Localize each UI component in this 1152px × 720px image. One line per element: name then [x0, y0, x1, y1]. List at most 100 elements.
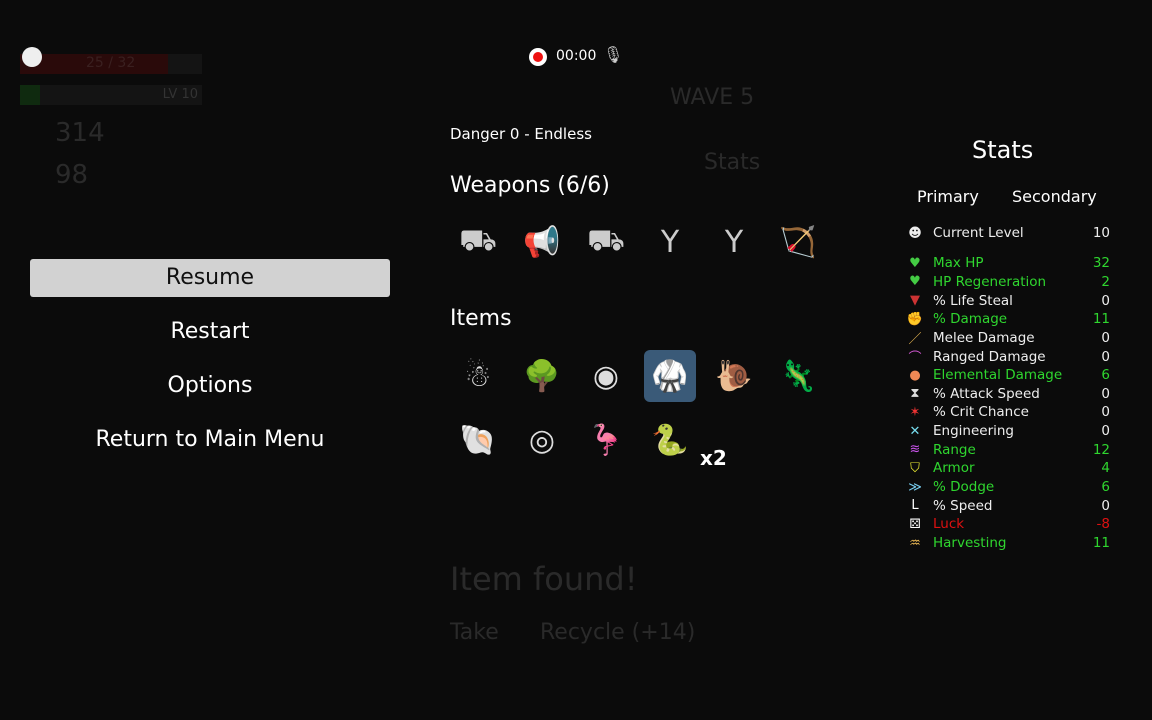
item-icon: 🐚: [459, 422, 497, 458]
record-time: 00:00: [556, 48, 597, 64]
stat-label: % Crit Chance: [933, 404, 1029, 421]
stat-label: HP Regeneration: [933, 273, 1047, 290]
weapon-slot[interactable]: Y: [708, 216, 760, 268]
stat-label: Harvesting: [933, 535, 1007, 552]
weapon-slot[interactable]: 🏹: [772, 216, 824, 268]
stat-value: 32: [1092, 255, 1110, 272]
materials-count: 314: [55, 118, 105, 148]
record-icon[interactable]: [529, 48, 547, 66]
stat-value: 11: [1092, 535, 1110, 552]
item-slot[interactable]: 🐌: [708, 350, 760, 402]
stat-value: 0: [1101, 292, 1110, 309]
stat-label: Engineering: [933, 423, 1014, 440]
stat-icon: ≫: [908, 479, 922, 495]
mic-muted-icon[interactable]: 🎙: [603, 45, 624, 64]
weapon-slot[interactable]: ⛟: [580, 216, 632, 268]
stat-label: % Damage: [933, 311, 1008, 328]
item-found-title: Item found!: [450, 560, 638, 598]
item-icon: ◉: [592, 358, 620, 394]
stat-value: -8: [1096, 516, 1110, 533]
weapons-title: Weapons (6/6): [450, 173, 610, 198]
options-button[interactable]: Options: [167, 373, 253, 398]
wave-label: WAVE 5: [670, 85, 755, 110]
stat-row: ⌒ Ranged Damage 0: [906, 347, 1110, 367]
stat-icon: ⧗: [910, 386, 920, 402]
items-title: Items: [450, 306, 512, 331]
item-icon: ◎: [528, 422, 556, 458]
stat-value: 0: [1101, 348, 1110, 365]
item-icon: 🥋: [651, 358, 689, 394]
weapon-icon: Y: [724, 224, 744, 260]
resume-button[interactable]: Resume: [30, 259, 390, 297]
stat-value: 0: [1101, 385, 1110, 402]
weapon-icon: ⛟: [459, 222, 497, 258]
tab-primary[interactable]: Primary: [917, 187, 979, 206]
tab-secondary[interactable]: Secondary: [1012, 187, 1097, 206]
bg-stats-title: Stats: [704, 150, 761, 175]
stat-label: Range: [933, 441, 976, 458]
stat-icon: ●: [909, 367, 921, 383]
stat-icon: ⌒: [908, 351, 922, 367]
item-slot[interactable]: 🦩: [580, 414, 632, 466]
stat-row: ♥ HP Regeneration 2: [906, 273, 1110, 292]
item-slot[interactable]: ◉: [580, 350, 632, 402]
stat-row: ▼ % Life Steal 0: [906, 291, 1110, 310]
stat-label: Luck: [933, 516, 965, 533]
item-slot[interactable]: 🦎: [772, 350, 824, 402]
stat-icon: ⛉: [910, 460, 920, 476]
stat-value: 6: [1101, 367, 1110, 384]
recycle-button-bg: Recycle (+14): [540, 620, 696, 645]
danger-label: Danger 0 - Endless: [450, 125, 592, 143]
item-icon: 🦎: [779, 358, 817, 394]
stat-icon: ▼: [910, 293, 920, 309]
stat-value: 0: [1101, 497, 1110, 514]
stat-value: 6: [1101, 479, 1110, 496]
item-slot[interactable]: 🐚: [452, 414, 504, 466]
weapon-icon: 🏹: [779, 224, 817, 260]
stat-row: ⛉ Armor 4: [906, 459, 1110, 478]
item-icon: 🐍: [651, 422, 689, 458]
item-slot[interactable]: ☃: [452, 350, 504, 402]
stat-label: Ranged Damage: [933, 348, 1046, 365]
weapon-slot[interactable]: ⛟: [452, 216, 504, 268]
weapon-icon: 📢: [523, 224, 561, 260]
stat-icon: ✕: [909, 423, 921, 439]
item-slot[interactable]: ◎: [516, 414, 568, 466]
stat-icon: ✊: [906, 311, 924, 327]
item-icon: 🐌: [715, 358, 753, 394]
item-icon: 🌳: [523, 358, 561, 394]
item-slot[interactable]: 🐍: [644, 414, 696, 466]
item-count-badge: x2: [700, 446, 727, 470]
hp-bar: 25 / 32: [20, 54, 202, 74]
level-text: LV 10: [162, 87, 198, 102]
main-menu-button[interactable]: Return to Main Menu: [95, 427, 325, 452]
stat-icon: ♥: [909, 274, 921, 290]
stat-value: 2: [1101, 273, 1110, 290]
stat-label: % Life Steal: [933, 292, 1013, 309]
stat-icon: ／: [908, 332, 922, 348]
stat-value: 0: [1101, 404, 1110, 421]
stat-value: 4: [1101, 460, 1110, 477]
stat-value: 0: [1101, 423, 1110, 440]
restart-button[interactable]: Restart: [170, 319, 250, 344]
weapon-slot[interactable]: 📢: [516, 216, 568, 268]
weapon-slot[interactable]: Y: [644, 216, 696, 268]
stat-label: Melee Damage: [933, 329, 1035, 346]
stat-value: 0: [1101, 329, 1110, 346]
bag-count: 98: [55, 160, 89, 190]
weapon-icon: ⛟: [587, 222, 625, 258]
stat-icon: ≋: [909, 442, 921, 458]
stat-label: Armor: [933, 460, 975, 477]
item-slot[interactable]: 🥋: [644, 350, 696, 402]
item-slot[interactable]: 🌳: [516, 350, 568, 402]
stat-icon: L: [911, 498, 919, 514]
